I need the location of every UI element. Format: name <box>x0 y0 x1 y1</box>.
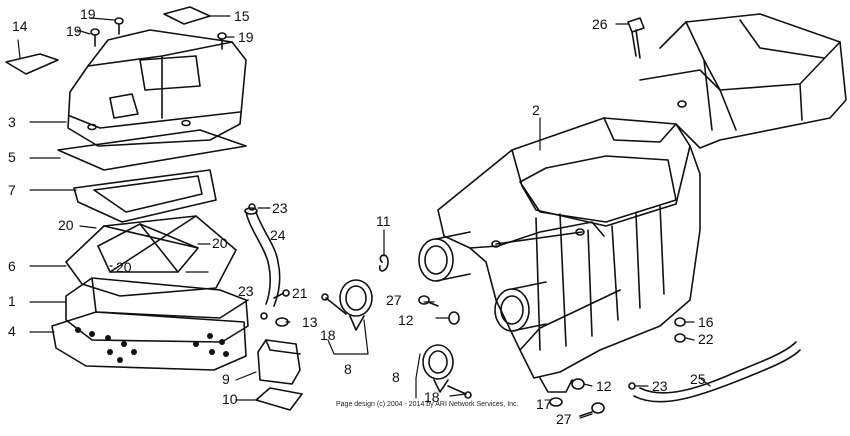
part-7-element-frame <box>73 169 217 223</box>
callout-2: 2 <box>532 102 540 118</box>
callout-19: 19 <box>66 23 82 39</box>
part-17-washer <box>549 397 563 407</box>
callout-23: 23 <box>272 200 288 216</box>
part-10-plate <box>255 387 303 411</box>
part-23-top-clip <box>248 203 256 211</box>
callout-17: 17 <box>536 396 552 412</box>
part-12-collar <box>448 311 460 325</box>
part-18-screw-lower <box>447 385 472 399</box>
bolt-21 <box>273 289 290 299</box>
part-14-pad <box>5 53 59 75</box>
bolt-19-b <box>114 17 124 35</box>
callout-8: 8 <box>344 361 352 377</box>
callout-5: 5 <box>8 149 16 165</box>
callout-25: 25 <box>690 371 706 387</box>
part-12-collar-lower <box>571 378 585 390</box>
callout-26: 26 <box>592 16 608 32</box>
callout-8: 8 <box>392 369 400 385</box>
part-4-plate <box>51 311 247 371</box>
callout-20: 20 <box>58 217 74 233</box>
part-18-screw-upper <box>321 293 347 315</box>
callout-10: 10 <box>222 391 238 407</box>
bolt-27-lower <box>579 402 605 417</box>
part-25-drain-hose <box>633 341 801 403</box>
callout-1: 1 <box>8 293 16 309</box>
part-8-clamp-lower <box>422 344 454 393</box>
part-23-clip-lower <box>628 382 636 390</box>
part-2-air-cleaner-housing <box>418 13 847 393</box>
callout-6: 6 <box>8 258 16 274</box>
callout-20: 20 <box>212 235 228 251</box>
part-11-clip <box>378 254 389 272</box>
bolt-27 <box>418 295 439 307</box>
part-6-element <box>65 215 237 297</box>
callout-12: 12 <box>596 378 612 394</box>
part-23-clip <box>260 312 268 320</box>
callout-21: 21 <box>292 285 308 301</box>
callout-15: 15 <box>234 8 250 24</box>
callout-18: 18 <box>320 327 336 343</box>
callout-7: 7 <box>8 182 16 198</box>
callout-13: 13 <box>302 314 318 330</box>
callout-11: 11 <box>376 213 391 229</box>
part-15-pad <box>163 6 211 25</box>
callout-3: 3 <box>8 114 16 130</box>
copyright-notice: Page design (c) 2004 - 2014 by ARI Netwo… <box>336 401 519 408</box>
callout-14: 14 <box>12 18 28 34</box>
callout-24: 24 <box>270 227 286 243</box>
bolt-19-a <box>90 28 100 47</box>
callout-9: 9 <box>222 371 230 387</box>
callout-22: 22 <box>698 331 714 347</box>
callout-12: 12 <box>398 312 414 328</box>
part-3-air-cleaner-cover <box>67 29 247 147</box>
callout-4: 4 <box>8 323 16 339</box>
bolt-26 <box>627 17 645 59</box>
callout-19: 19 <box>238 29 254 45</box>
callout-19: 19 <box>80 6 96 22</box>
callout-20: 20 <box>116 259 132 275</box>
callout-27: 27 <box>386 292 402 308</box>
part-1-case <box>65 277 249 343</box>
callout-23: 23 <box>652 378 668 394</box>
part-5-gasket <box>57 129 247 171</box>
callout-27: 27 <box>556 411 572 427</box>
part-16-washer <box>674 317 686 327</box>
hose-24-end <box>244 207 258 215</box>
callout-16: 16 <box>698 314 714 330</box>
callout-18: 18 <box>424 389 440 405</box>
part-22-nut <box>674 333 686 343</box>
part-8-clamp-upper <box>339 279 373 331</box>
part-9-block <box>257 339 301 385</box>
callout-23: 23 <box>238 283 254 299</box>
